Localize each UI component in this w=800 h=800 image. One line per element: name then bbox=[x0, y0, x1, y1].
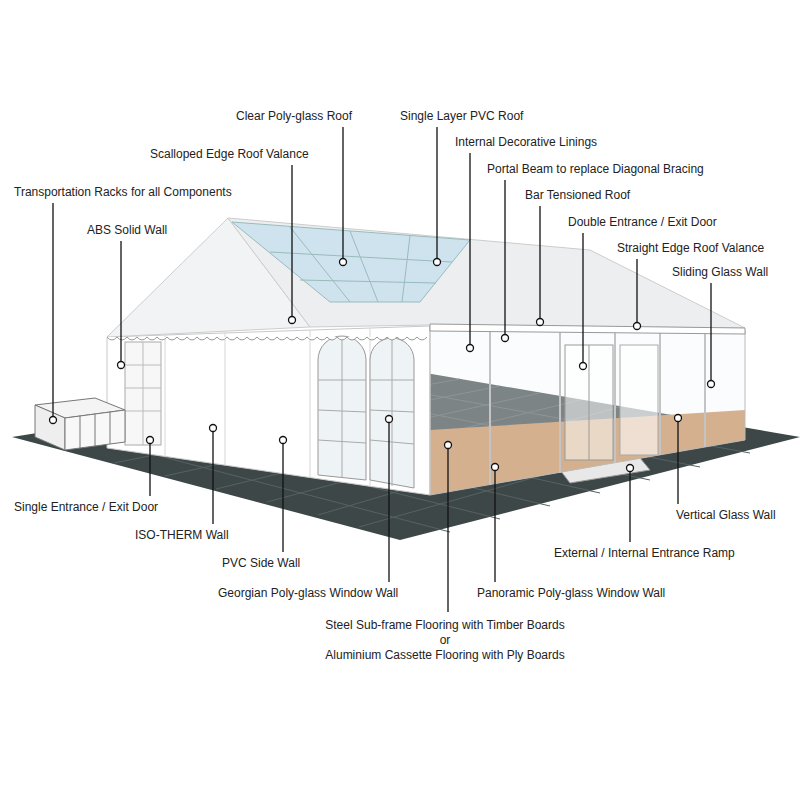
leader-dots bbox=[50, 259, 715, 472]
part-label: ABS Solid Wall bbox=[87, 223, 167, 237]
pvc-roof bbox=[228, 218, 745, 328]
glass-wall bbox=[430, 326, 745, 495]
part-label: Sliding Glass Wall bbox=[672, 265, 768, 279]
part-label: Double Entrance / Exit Door bbox=[568, 215, 717, 229]
part-label: Single Layer PVC Roof bbox=[400, 109, 523, 123]
part-label: External / Internal Entrance Ramp bbox=[554, 546, 735, 560]
part-label: Internal Decorative Linings bbox=[455, 135, 597, 149]
part-label: Panoramic Poly-glass Window Wall bbox=[477, 586, 665, 600]
single-door bbox=[125, 342, 161, 445]
part-label: Portal Beam to replace Diagonal Bracing bbox=[487, 162, 704, 176]
side-wall bbox=[107, 326, 430, 495]
open-door bbox=[620, 345, 658, 455]
part-label: Vertical Glass Wall bbox=[676, 508, 776, 522]
roof-glazing-bars bbox=[270, 227, 452, 302]
straight-valance bbox=[430, 324, 745, 334]
part-label: PVC Side Wall bbox=[222, 556, 300, 570]
part-label: Straight Edge Roof Valance bbox=[617, 241, 764, 255]
double-door bbox=[565, 345, 613, 460]
part-label: Transportation Racks for all Components bbox=[14, 185, 232, 199]
part-label: Clear Poly-glass Roof bbox=[236, 109, 352, 123]
scalloped-valance bbox=[107, 337, 427, 340]
part-label: Georgian Poly-glass Window Wall bbox=[218, 586, 398, 600]
part-label: Bar Tensioned Roof bbox=[525, 188, 630, 202]
glass-frames bbox=[490, 327, 705, 485]
part-label: Aluminium Cassette Flooring with Ply Boa… bbox=[325, 648, 564, 662]
wall-panels bbox=[165, 328, 370, 486]
poly-glass-roof bbox=[232, 222, 470, 302]
part-label: Steel Sub-frame Flooring with Timber Boa… bbox=[325, 618, 564, 632]
window-bars bbox=[318, 338, 414, 486]
door-panes bbox=[125, 342, 161, 445]
part-label: Single Entrance / Exit Door bbox=[14, 500, 158, 514]
part-label: or bbox=[440, 633, 451, 647]
georgian-window bbox=[318, 336, 414, 488]
part-label: Scalloped Edge Roof Valance bbox=[150, 147, 309, 161]
part-label: ISO-THERM Wall bbox=[135, 528, 229, 542]
leader-lines bbox=[53, 127, 711, 612]
transport-rack bbox=[35, 398, 125, 450]
